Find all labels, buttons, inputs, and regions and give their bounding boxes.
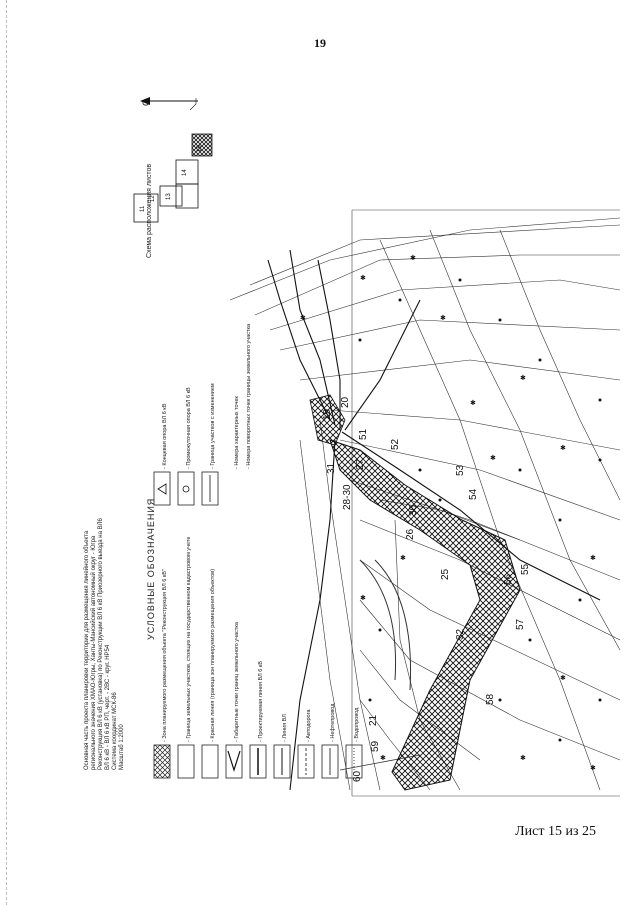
map-point-label: 56	[503, 573, 514, 585]
svg-text:✱: ✱	[380, 754, 386, 762]
map-point-label: 58	[485, 693, 496, 705]
svg-text:✱: ✱	[360, 594, 366, 602]
map-point-label: 36	[408, 504, 419, 516]
map-point-label: 25	[440, 568, 451, 580]
svg-text:✱: ✱	[470, 399, 476, 407]
map-point-label: 51	[358, 428, 369, 440]
legend-swatch-end-pole	[153, 471, 171, 506]
legend-swatch-change	[201, 471, 219, 506]
map-point-label: 20	[340, 396, 351, 408]
svg-text:✱: ✱	[360, 274, 366, 282]
svg-text:✱: ✱	[400, 554, 406, 562]
map-point-label: 27	[355, 458, 366, 470]
svg-text:✱: ✱	[440, 314, 446, 322]
map-point-label: 32	[455, 628, 466, 640]
map-point-label: 59	[370, 740, 381, 752]
svg-text:✱: ✱	[520, 754, 526, 762]
legend-swatch-water	[345, 744, 363, 779]
map-point-label: 60	[352, 770, 363, 782]
sheet-current	[191, 133, 213, 157]
map-point-label: 21	[368, 714, 379, 726]
legend-swatch-mid-pole	[177, 471, 195, 506]
map-point-label: 53	[455, 464, 466, 476]
legend-swatch-zone	[153, 744, 171, 779]
page-number: 19	[314, 36, 326, 50]
map-point-label: 54	[468, 488, 479, 500]
svg-text:✱: ✱	[410, 254, 416, 262]
map-point-label: 19	[322, 408, 333, 420]
map-point-label: 52	[390, 438, 401, 450]
svg-text:✱: ✱	[560, 444, 566, 452]
map-point-label: 31	[326, 462, 337, 474]
map-point-label: 57	[515, 618, 526, 630]
legend-swatch-road	[297, 744, 315, 779]
map-point-label: 26	[405, 528, 416, 540]
legend-swatch-parcel	[177, 744, 195, 779]
svg-text:✱: ✱	[300, 314, 306, 322]
svg-text:✱: ✱	[590, 764, 596, 772]
legend-swatch-oil	[321, 744, 339, 779]
legend-swatch-red-line	[201, 744, 219, 779]
svg-text:✱: ✱	[560, 674, 566, 682]
binding-margin-line	[6, 0, 8, 905]
legend-swatch-points	[225, 744, 243, 779]
svg-text:✱: ✱	[520, 374, 526, 382]
sheet-label: Лист 15 из 25	[515, 824, 596, 839]
svg-text:✱: ✱	[490, 454, 496, 462]
svg-text:✱: ✱	[590, 554, 596, 562]
legend-swatch-line	[249, 744, 267, 779]
map-point-label: 55	[520, 563, 531, 575]
map-point-label: 28-30	[342, 484, 353, 510]
legend-swatch-vl	[273, 744, 291, 779]
